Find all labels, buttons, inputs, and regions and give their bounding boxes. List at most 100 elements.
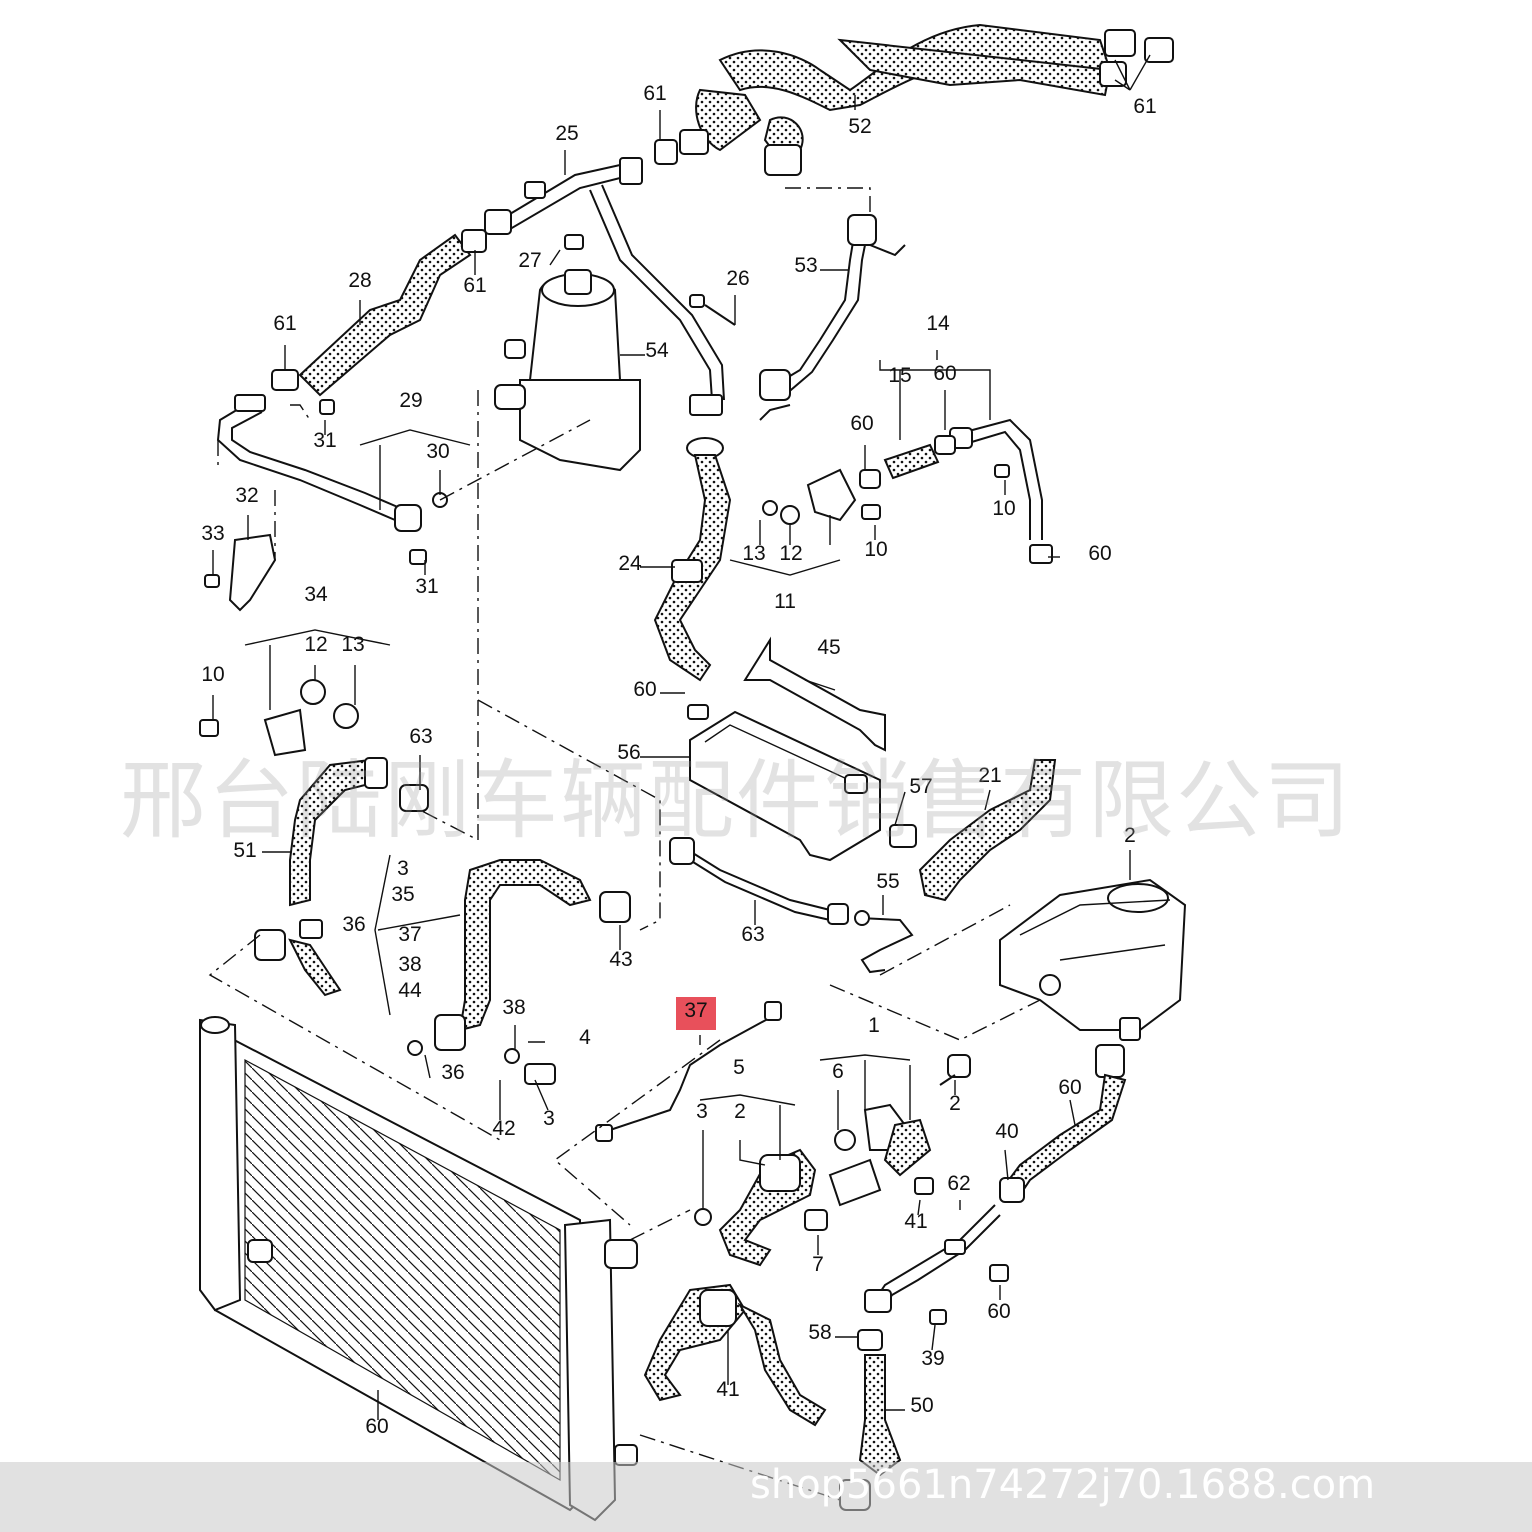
flange-11 <box>762 468 881 525</box>
pipe-44 <box>854 910 914 974</box>
footer-bar <box>0 1462 1532 1532</box>
callout-61: 61 <box>463 274 486 297</box>
callout-13: 13 <box>742 542 765 565</box>
callout-38: 38 <box>502 996 525 1019</box>
callout-4: 4 <box>579 1026 591 1049</box>
hose-1 <box>694 1148 817 1267</box>
callout-32: 32 <box>235 484 258 507</box>
callout-21: 21 <box>978 764 1001 787</box>
hose-15 <box>859 435 956 489</box>
callout-15: 15 <box>888 364 911 387</box>
callout-42: 42 <box>492 1117 515 1140</box>
callout-29: 29 <box>399 389 422 412</box>
callout-1: 1 <box>868 1014 880 1037</box>
callout-10: 10 <box>864 538 887 561</box>
callout-27: 27 <box>518 249 541 272</box>
radiator-50 <box>199 1016 638 1522</box>
callout-50: 50 <box>910 1394 933 1417</box>
callout-53: 53 <box>794 254 817 277</box>
callout-60: 60 <box>850 412 873 435</box>
callout-34: 34 <box>304 583 328 606</box>
callout-12: 12 <box>304 633 327 656</box>
callout-57: 57 <box>909 775 932 798</box>
hose-42 <box>999 1073 1127 1203</box>
callout-43: 43 <box>609 948 632 971</box>
callout-31: 31 <box>415 575 438 598</box>
thermostat-4 <box>804 1054 971 1231</box>
oil-cooler-56 <box>687 704 881 862</box>
callout-63: 63 <box>409 725 432 748</box>
callout-31: 31 <box>313 429 336 452</box>
callout-55: 55 <box>876 870 899 893</box>
callout-25: 25 <box>555 122 578 145</box>
callout-41: 41 <box>904 1210 927 1233</box>
callout-5: 5 <box>733 1056 745 1079</box>
expansion-tank-51 <box>999 878 1187 1078</box>
bracket-45 <box>743 636 886 752</box>
callout-60: 60 <box>987 1300 1010 1323</box>
callout-61: 61 <box>273 312 296 335</box>
callout-44: 44 <box>398 979 422 1002</box>
callout-7: 7 <box>812 1253 824 1276</box>
callout-61: 61 <box>643 82 666 105</box>
callout-12: 12 <box>779 542 802 565</box>
oil-filter-housing-54 <box>494 269 641 472</box>
callout-60: 60 <box>633 678 656 701</box>
callout-60: 60 <box>1088 542 1111 565</box>
hose-58 <box>643 1283 827 1427</box>
highlight-box-43 <box>676 997 716 1030</box>
callout-52: 52 <box>848 115 871 138</box>
callout-10: 10 <box>992 497 1015 520</box>
pipe-40 <box>864 1204 1001 1313</box>
callout-28: 28 <box>348 269 371 292</box>
callout-58: 58 <box>808 1321 831 1344</box>
callout-60: 60 <box>365 1415 388 1438</box>
footer-url: shop5661n74272j70.1688.com <box>750 1462 1376 1508</box>
callout-51: 51 <box>233 839 256 862</box>
callout-37: 37 <box>398 923 421 946</box>
callout-36: 36 <box>441 1061 464 1084</box>
callout-41: 41 <box>716 1378 739 1401</box>
callout-10: 10 <box>201 663 224 686</box>
hose-57 <box>254 757 429 997</box>
callout-60: 60 <box>1058 1076 1081 1099</box>
callout-14: 14 <box>926 312 950 335</box>
callout-63: 63 <box>741 923 764 946</box>
callout-61: 61 <box>1133 95 1156 118</box>
callout-36: 36 <box>342 913 365 936</box>
hose-21 <box>889 759 1057 902</box>
callout-2: 2 <box>949 1092 961 1115</box>
callout-39: 39 <box>921 1347 944 1370</box>
fasteners <box>199 139 1010 1325</box>
callout-33: 33 <box>201 522 224 545</box>
pipe-14 <box>949 418 1053 564</box>
callout-2: 2 <box>734 1100 746 1123</box>
callout-38: 38 <box>398 953 421 976</box>
hose-35 <box>434 859 631 1085</box>
callout-6: 6 <box>832 1060 844 1083</box>
hose-52 <box>679 23 1174 176</box>
callout-3: 3 <box>696 1100 708 1123</box>
hose-28 <box>271 229 487 397</box>
pipe-55 <box>669 837 849 925</box>
callout-54: 54 <box>645 339 669 362</box>
pipe-29 <box>216 394 422 532</box>
callout-45: 45 <box>817 636 840 659</box>
callout-26: 26 <box>726 267 749 290</box>
callout-40: 40 <box>995 1120 1018 1143</box>
leader-lines <box>212 54 1151 1420</box>
callout-3: 3 <box>543 1107 555 1130</box>
callout-62: 62 <box>947 1172 970 1195</box>
callout-37: 37 <box>684 999 707 1022</box>
callout-2: 2 <box>1124 824 1136 847</box>
callout-60: 60 <box>933 362 956 385</box>
hose-53 <box>759 214 906 421</box>
callout-3: 3 <box>397 857 409 880</box>
coolant-pipe-25 <box>484 157 725 416</box>
pipe-43 <box>595 1001 782 1142</box>
callout-30: 30 <box>426 440 449 463</box>
callout-35: 35 <box>391 883 414 906</box>
watermark-text: 邢台陆刚车辆配件销售有限公司 <box>120 751 1352 851</box>
callout-13: 13 <box>341 633 364 656</box>
